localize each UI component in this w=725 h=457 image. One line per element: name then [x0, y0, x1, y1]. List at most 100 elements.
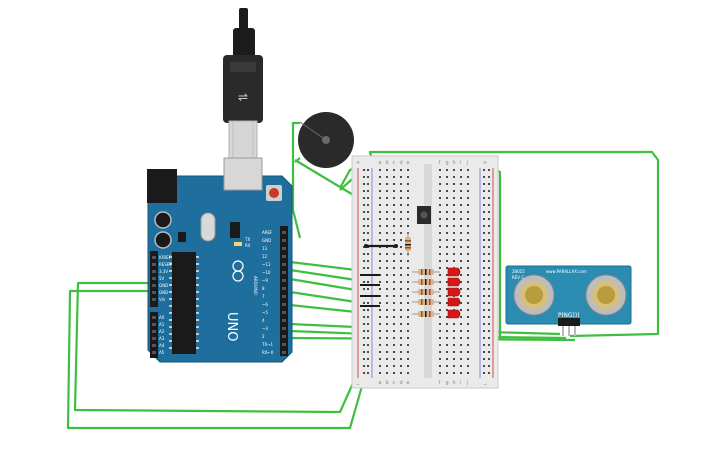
breadboard-hole[interactable] [460, 316, 462, 318]
breadboard-hole[interactable] [460, 267, 462, 269]
header-pin[interactable] [282, 263, 286, 266]
breadboard-hole[interactable] [407, 309, 409, 311]
breadboard-hole[interactable] [446, 323, 448, 325]
breadboard-hole[interactable] [453, 204, 455, 206]
breadboard-hole[interactable] [386, 358, 388, 360]
breadboard-hole[interactable] [446, 218, 448, 220]
breadboard-hole[interactable] [460, 169, 462, 171]
header-pin[interactable] [152, 344, 156, 347]
breadboard-hole[interactable] [467, 351, 469, 353]
breadboard-hole[interactable] [467, 344, 469, 346]
breadboard-hole[interactable] [488, 204, 490, 206]
breadboard-hole[interactable] [379, 211, 381, 213]
breadboard-hole[interactable] [386, 190, 388, 192]
breadboard-hole[interactable] [363, 225, 365, 227]
header-pin[interactable] [152, 337, 156, 340]
breadboard-hole[interactable] [363, 351, 365, 353]
breadboard-hole[interactable] [363, 330, 365, 332]
breadboard-hole[interactable] [446, 351, 448, 353]
breadboard-hole[interactable] [488, 337, 490, 339]
breadboard-hole[interactable] [393, 204, 395, 206]
breadboard-hole[interactable] [446, 274, 448, 276]
breadboard-hole[interactable] [379, 309, 381, 311]
breadboard-hole[interactable] [439, 211, 441, 213]
breadboard-hole[interactable] [446, 337, 448, 339]
breadboard-hole[interactable] [483, 169, 485, 171]
breadboard-hole[interactable] [367, 176, 369, 178]
breadboard-hole[interactable] [439, 323, 441, 325]
breadboard-hole[interactable] [400, 260, 402, 262]
breadboard-hole[interactable] [407, 225, 409, 227]
breadboard-hole[interactable] [367, 323, 369, 325]
breadboard-hole[interactable] [439, 372, 441, 374]
breadboard-hole[interactable] [363, 204, 365, 206]
breadboard-hole[interactable] [453, 351, 455, 353]
breadboard-hole[interactable] [453, 176, 455, 178]
breadboard-hole[interactable] [367, 337, 369, 339]
breadboard-hole[interactable] [379, 316, 381, 318]
header-pin[interactable] [282, 303, 286, 306]
breadboard-hole[interactable] [363, 316, 365, 318]
breadboard-hole[interactable] [467, 281, 469, 283]
breadboard-hole[interactable] [453, 232, 455, 234]
header-pin[interactable] [152, 323, 156, 326]
breadboard-hole[interactable] [363, 302, 365, 304]
breadboard-hole[interactable] [483, 218, 485, 220]
breadboard-hole[interactable] [467, 190, 469, 192]
breadboard-hole[interactable] [367, 351, 369, 353]
breadboard-hole[interactable] [363, 365, 365, 367]
breadboard-hole[interactable] [363, 239, 365, 241]
breadboard-hole[interactable] [386, 211, 388, 213]
breadboard-hole[interactable] [488, 309, 490, 311]
breadboard-hole[interactable] [439, 316, 441, 318]
breadboard-hole[interactable] [407, 365, 409, 367]
header-pin[interactable] [282, 279, 286, 282]
breadboard-hole[interactable] [393, 295, 395, 297]
breadboard-hole[interactable] [488, 246, 490, 248]
breadboard-hole[interactable] [363, 260, 365, 262]
breadboard-hole[interactable] [407, 260, 409, 262]
breadboard-hole[interactable] [483, 351, 485, 353]
breadboard-hole[interactable] [439, 288, 441, 290]
breadboard-hole[interactable] [386, 267, 388, 269]
breadboard-hole[interactable] [483, 337, 485, 339]
header-pin[interactable] [282, 351, 286, 354]
breadboard-hole[interactable] [363, 246, 365, 248]
breadboard-hole[interactable] [393, 358, 395, 360]
breadboard-hole[interactable] [367, 211, 369, 213]
breadboard-hole[interactable] [453, 218, 455, 220]
breadboard-hole[interactable] [460, 365, 462, 367]
breadboard-hole[interactable] [467, 183, 469, 185]
breadboard-hole[interactable] [367, 190, 369, 192]
header-pin[interactable] [282, 327, 286, 330]
breadboard-hole[interactable] [460, 372, 462, 374]
breadboard-hole[interactable] [460, 204, 462, 206]
breadboard-hole[interactable] [363, 169, 365, 171]
jumper-black[interactable] [364, 244, 398, 248]
breadboard-hole[interactable] [460, 351, 462, 353]
breadboard-hole[interactable] [386, 232, 388, 234]
red-led[interactable] [447, 277, 461, 287]
breadboard-hole[interactable] [439, 246, 441, 248]
breadboard-hole[interactable] [453, 190, 455, 192]
breadboard-hole[interactable] [446, 197, 448, 199]
breadboard-hole[interactable] [386, 295, 388, 297]
breadboard-hole[interactable] [400, 267, 402, 269]
breadboard-hole[interactable] [467, 218, 469, 220]
breadboard-hole[interactable] [467, 323, 469, 325]
breadboard-hole[interactable] [446, 372, 448, 374]
breadboard-hole[interactable] [488, 183, 490, 185]
breadboard-hole[interactable] [400, 281, 402, 283]
breadboard-hole[interactable] [400, 365, 402, 367]
breadboard-hole[interactable] [439, 260, 441, 262]
header-pin[interactable] [152, 256, 156, 259]
breadboard-hole[interactable] [386, 351, 388, 353]
breadboard-hole[interactable] [407, 267, 409, 269]
breadboard-hole[interactable] [400, 204, 402, 206]
breadboard-hole[interactable] [363, 211, 365, 213]
breadboard-hole[interactable] [379, 218, 381, 220]
breadboard-hole[interactable] [453, 330, 455, 332]
breadboard-hole[interactable] [483, 288, 485, 290]
